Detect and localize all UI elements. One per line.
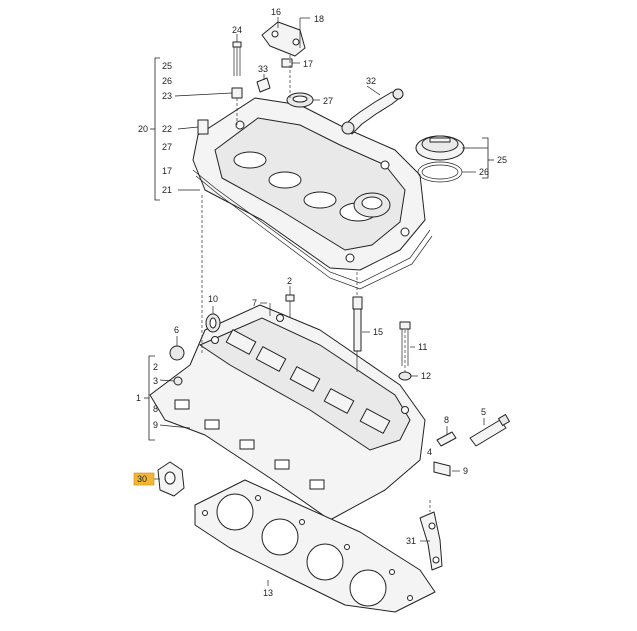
head-gasket[interactable] xyxy=(194,479,436,613)
bracket-group-25 xyxy=(482,137,494,179)
oil-filler-cap[interactable] xyxy=(415,135,465,161)
stud-33[interactable] xyxy=(256,77,271,93)
callout-12[interactable]: 12 xyxy=(421,371,431,381)
callout-7[interactable]: 7 xyxy=(252,298,257,308)
callout-31[interactable]: 31 xyxy=(406,536,416,546)
callout-23[interactable]: 23 xyxy=(162,91,172,101)
callout-24[interactable]: 24 xyxy=(232,25,242,35)
callout-9-left[interactable]: 9 xyxy=(153,420,158,430)
callout-15[interactable]: 15 xyxy=(373,327,383,337)
callout-8-left[interactable]: 8 xyxy=(153,404,158,414)
callout-32[interactable]: 32 xyxy=(366,76,376,86)
callout-6[interactable]: 6 xyxy=(174,325,179,335)
callout-9-right[interactable]: 9 xyxy=(463,466,468,476)
seal-10[interactable] xyxy=(205,313,221,333)
callout-11[interactable]: 11 xyxy=(418,342,427,352)
callout-25-left[interactable]: 25 xyxy=(162,61,172,71)
callout-17-top[interactable]: 17 xyxy=(303,59,313,69)
callout-labels: 16 18 24 17 33 25 26 23 27 32 20 22 27 1… xyxy=(136,7,507,598)
bolt-23[interactable] xyxy=(231,87,243,99)
callout-22[interactable]: 22 xyxy=(162,124,172,134)
callout-30[interactable]: 30 xyxy=(137,474,147,484)
washer-12[interactable] xyxy=(398,371,412,381)
leader-lines xyxy=(153,17,488,586)
callout-13[interactable]: 13 xyxy=(263,588,273,598)
valve-cover-gasket[interactable] xyxy=(192,169,433,290)
callout-21[interactable]: 21 xyxy=(162,185,172,195)
cylinder-head[interactable] xyxy=(149,304,426,521)
bolt-24[interactable] xyxy=(232,41,242,76)
callout-10[interactable]: 10 xyxy=(208,294,218,304)
callout-5[interactable]: 5 xyxy=(481,407,486,417)
callout-2-left[interactable]: 2 xyxy=(153,362,158,372)
bracket-group-20 xyxy=(150,57,160,201)
part-30[interactable] xyxy=(157,461,185,497)
callout-18[interactable]: 18 xyxy=(314,14,324,24)
callout-16[interactable]: 16 xyxy=(271,7,281,17)
callout-25-right[interactable]: 25 xyxy=(497,155,507,165)
callout-2-top[interactable]: 2 xyxy=(287,276,292,286)
callout-3[interactable]: 3 xyxy=(153,376,158,386)
seal-ring-27[interactable] xyxy=(286,92,314,108)
callout-8-right[interactable]: 8 xyxy=(444,415,449,425)
plug-9[interactable] xyxy=(433,461,451,477)
bolt-2[interactable] xyxy=(285,294,295,318)
breather-hose[interactable] xyxy=(341,88,404,135)
sealant-tube-5[interactable] xyxy=(469,413,511,447)
plug-3[interactable] xyxy=(173,376,183,386)
callout-26-left[interactable]: 26 xyxy=(162,76,172,86)
sensor-4[interactable] xyxy=(436,431,457,447)
callout-20[interactable]: 20 xyxy=(138,124,148,134)
bracket-group-1 xyxy=(144,355,155,441)
valve-cover[interactable] xyxy=(192,97,426,271)
highlight-box-30 xyxy=(133,472,155,486)
callout-27-top[interactable]: 27 xyxy=(323,96,333,106)
callout-1[interactable]: 1 xyxy=(136,393,141,403)
plug-6[interactable] xyxy=(169,345,185,361)
callout-17-left[interactable]: 17 xyxy=(162,166,172,176)
callout-26-right[interactable]: 26 xyxy=(479,167,489,177)
oil-filler-cap-seal[interactable] xyxy=(417,161,463,183)
bracket-16[interactable] xyxy=(261,21,306,57)
callout-27-left[interactable]: 27 xyxy=(162,142,172,152)
injector-15[interactable] xyxy=(352,296,363,372)
callout-4[interactable]: 4 xyxy=(427,447,432,457)
bolt-22[interactable] xyxy=(197,119,209,135)
callout-33[interactable]: 33 xyxy=(258,64,268,74)
bolt-11[interactable] xyxy=(399,321,411,366)
nut-17[interactable] xyxy=(281,58,293,68)
bracket-31[interactable] xyxy=(419,511,443,571)
alignment-lines xyxy=(201,55,431,512)
